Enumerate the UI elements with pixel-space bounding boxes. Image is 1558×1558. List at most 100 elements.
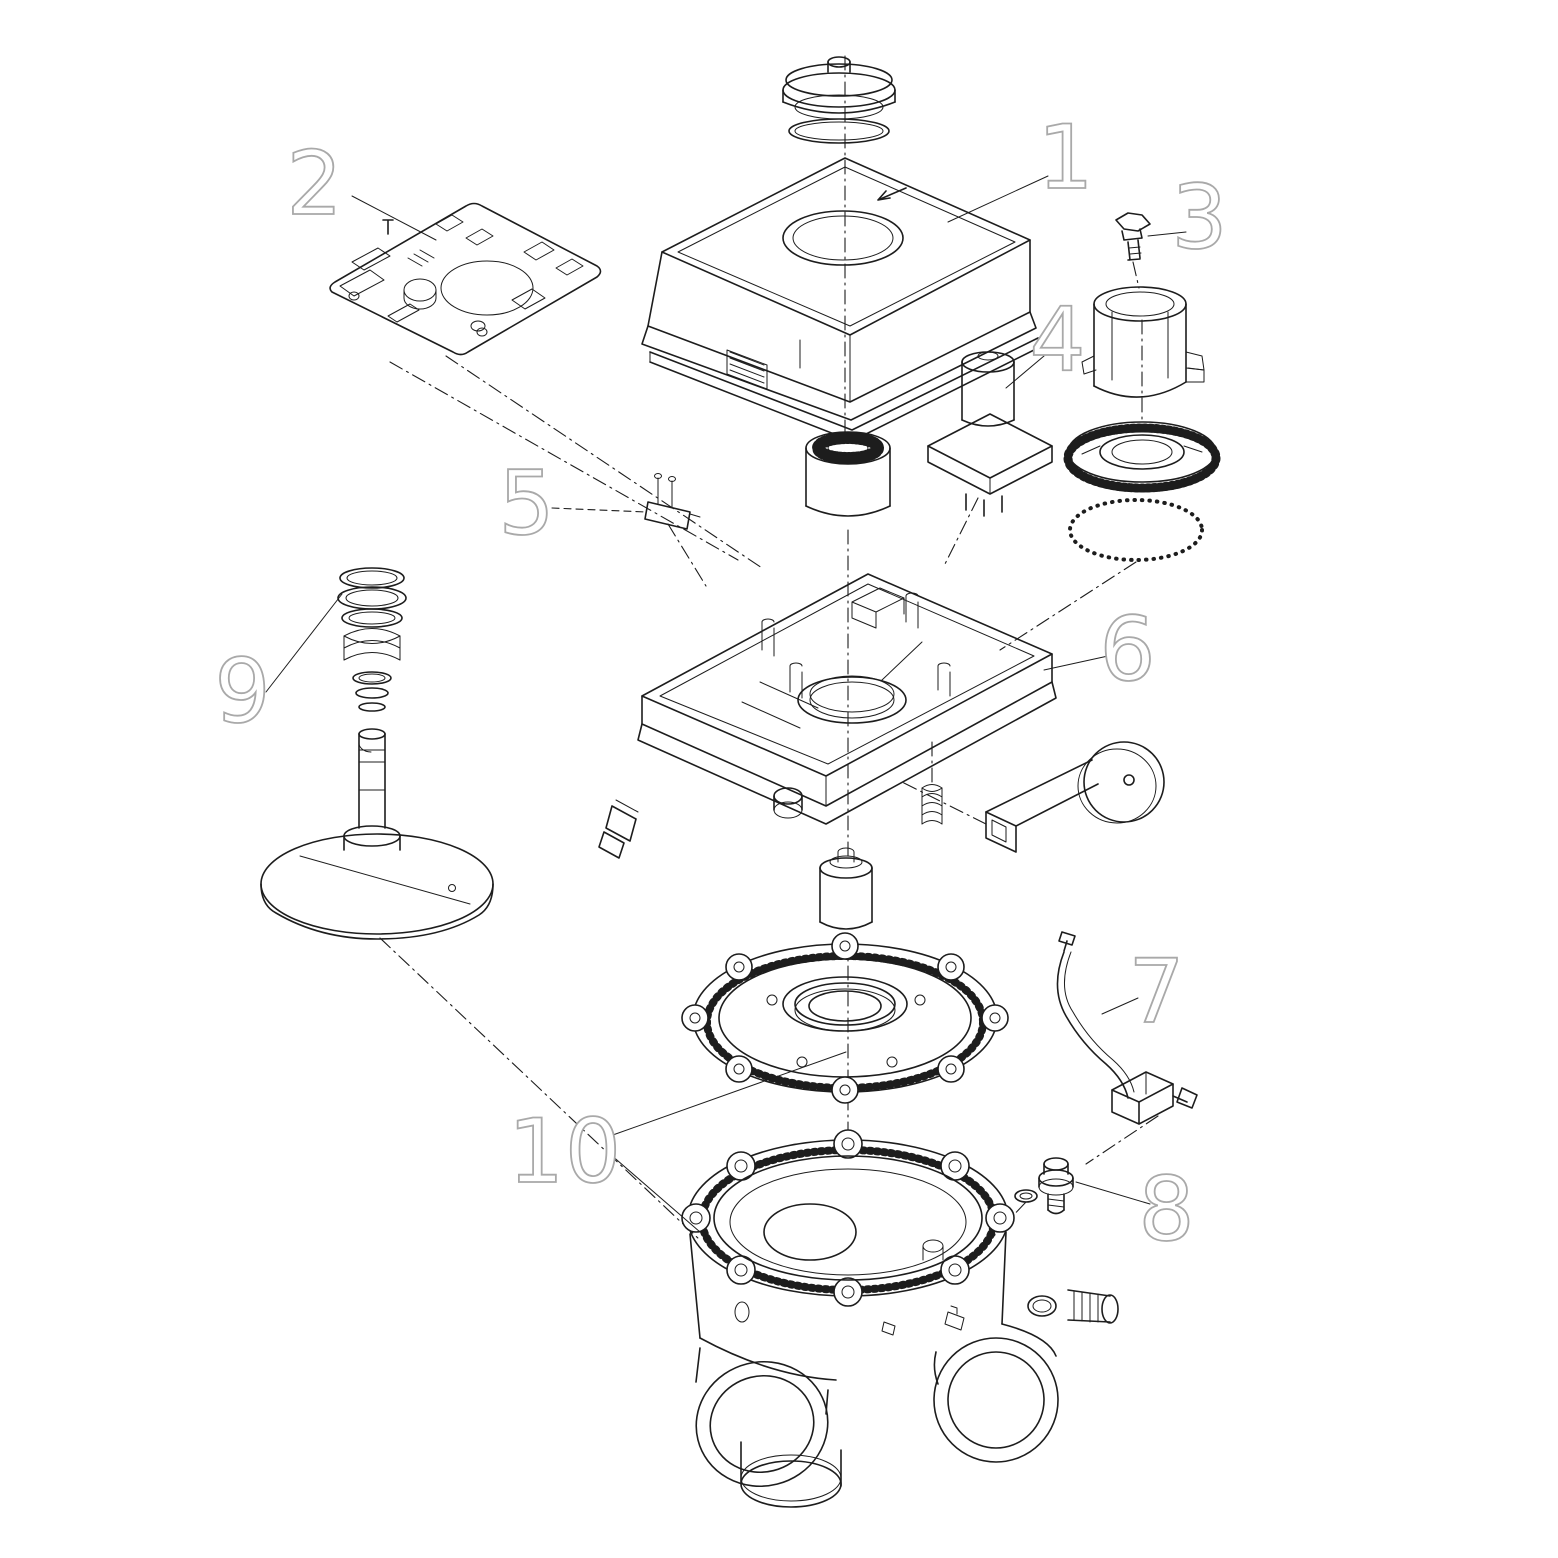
bolt-shaft bbox=[1127, 239, 1141, 261]
handle bbox=[985, 741, 1165, 853]
callout-4: 4 bbox=[1030, 288, 1087, 391]
dome-seam bbox=[299, 855, 471, 905]
tray-standoffs bbox=[761, 592, 951, 699]
pcb-buzzer-footprint bbox=[440, 260, 534, 316]
body-mark-icon bbox=[944, 1305, 965, 1331]
leader-1 bbox=[947, 175, 1049, 223]
motor-assembly bbox=[1081, 286, 1205, 398]
side-stub bbox=[1027, 1289, 1119, 1324]
tray-rim bbox=[641, 573, 1053, 777]
callouts: 1 2 3 4 5 6 7 8 9 10 bbox=[214, 105, 1229, 1262]
vent-hatch bbox=[812, 432, 884, 464]
flange-ears bbox=[681, 932, 1009, 1104]
tray-skirt bbox=[637, 681, 1057, 825]
bolt-align-line bbox=[1132, 261, 1140, 289]
plug-body bbox=[1111, 1071, 1174, 1103]
gear-teeth-ring bbox=[1063, 423, 1221, 493]
leader-7 bbox=[1101, 997, 1139, 1015]
bolt-head bbox=[1115, 212, 1151, 232]
callout-2: 2 bbox=[287, 132, 344, 235]
cover-opening bbox=[782, 210, 904, 266]
dome-hub bbox=[343, 825, 401, 847]
handle-socket bbox=[991, 819, 1007, 843]
top-cover bbox=[641, 157, 1037, 421]
plug-tip bbox=[1172, 1087, 1198, 1109]
shaft-top bbox=[358, 728, 386, 740]
plug-align-line bbox=[1085, 1115, 1159, 1165]
cover-top-face bbox=[661, 157, 1031, 336]
solenoid-base-plate bbox=[927, 413, 1053, 479]
body-inner-stub bbox=[922, 1239, 944, 1261]
fitting-align-line bbox=[991, 1201, 1027, 1239]
tray-center-boss bbox=[797, 676, 907, 724]
mid-housing bbox=[598, 573, 1057, 859]
callout-8: 8 bbox=[1139, 1158, 1196, 1261]
leader-9 bbox=[265, 593, 343, 693]
pcb-align-line-1 bbox=[389, 361, 739, 561]
valve-body bbox=[681, 1129, 1119, 1508]
stem-bushing bbox=[819, 847, 873, 930]
cover-vents bbox=[726, 349, 768, 390]
gear-align-line bbox=[999, 561, 1137, 651]
body-flange-ears bbox=[681, 1129, 1015, 1307]
construction-lines bbox=[379, 55, 1159, 1241]
rotor-dome bbox=[260, 833, 494, 935]
solenoid-pins bbox=[965, 493, 1003, 517]
top-cap bbox=[782, 56, 896, 144]
tray-seat bbox=[851, 587, 905, 629]
switch-align-line bbox=[667, 523, 707, 587]
vent-cylinder bbox=[805, 431, 891, 517]
leader-10a bbox=[609, 1051, 847, 1137]
stack-spring bbox=[343, 628, 401, 661]
body-walls bbox=[689, 1231, 1007, 1339]
fitting-hex bbox=[1038, 1169, 1074, 1187]
switch-body bbox=[644, 501, 691, 530]
callout-5: 5 bbox=[499, 452, 556, 555]
rotor-shaft-dome bbox=[260, 728, 494, 940]
fitting-shank bbox=[1047, 1193, 1065, 1211]
body-drain-hole bbox=[734, 1301, 750, 1323]
leader-3 bbox=[1147, 231, 1187, 237]
rotor-align-line bbox=[379, 937, 701, 1241]
leader-4 bbox=[1005, 355, 1045, 389]
body-inner-opening bbox=[763, 1203, 857, 1261]
cover-arrow-icon bbox=[877, 187, 907, 201]
callout-6: 6 bbox=[1100, 598, 1157, 701]
switch-pins bbox=[657, 477, 673, 508]
hex-bolt bbox=[1115, 212, 1151, 261]
elbow-fitting bbox=[598, 799, 639, 859]
callout-10: 10 bbox=[508, 1100, 622, 1203]
cable-sensor bbox=[1056, 931, 1198, 1125]
leader-6 bbox=[1043, 655, 1109, 671]
motor-connector bbox=[1185, 367, 1205, 383]
leader-2 bbox=[351, 195, 437, 241]
seal-stack bbox=[337, 567, 407, 712]
handle-align-line bbox=[901, 781, 987, 825]
callout-7: 7 bbox=[1129, 940, 1186, 1043]
callout-3: 3 bbox=[1172, 166, 1229, 269]
gear-hub bbox=[1099, 434, 1185, 470]
solenoid bbox=[927, 351, 1053, 517]
leader-10b bbox=[609, 1153, 701, 1233]
tray-front-port bbox=[773, 787, 803, 819]
callout-1: 1 bbox=[1038, 106, 1095, 209]
pcb-outline bbox=[329, 202, 602, 356]
pcb-align-line-2 bbox=[445, 355, 763, 569]
flange-center-boss bbox=[782, 976, 908, 1032]
micro-switch bbox=[644, 473, 701, 530]
rotor-shaft bbox=[358, 733, 386, 829]
solenoid-align-line bbox=[943, 497, 979, 567]
bleed-fitting bbox=[1014, 1157, 1074, 1215]
bead-chain bbox=[1068, 498, 1204, 562]
body-bolt bbox=[881, 1321, 896, 1336]
fitting-washer bbox=[1014, 1189, 1038, 1203]
coil-spring bbox=[921, 784, 943, 825]
cable-wire bbox=[1056, 951, 1129, 1099]
stub-oring bbox=[1027, 1295, 1057, 1317]
leader-5 bbox=[551, 507, 647, 513]
valve-cover-flange bbox=[681, 932, 1009, 1104]
callout-9: 9 bbox=[215, 640, 272, 743]
left-port bbox=[695, 1347, 829, 1488]
